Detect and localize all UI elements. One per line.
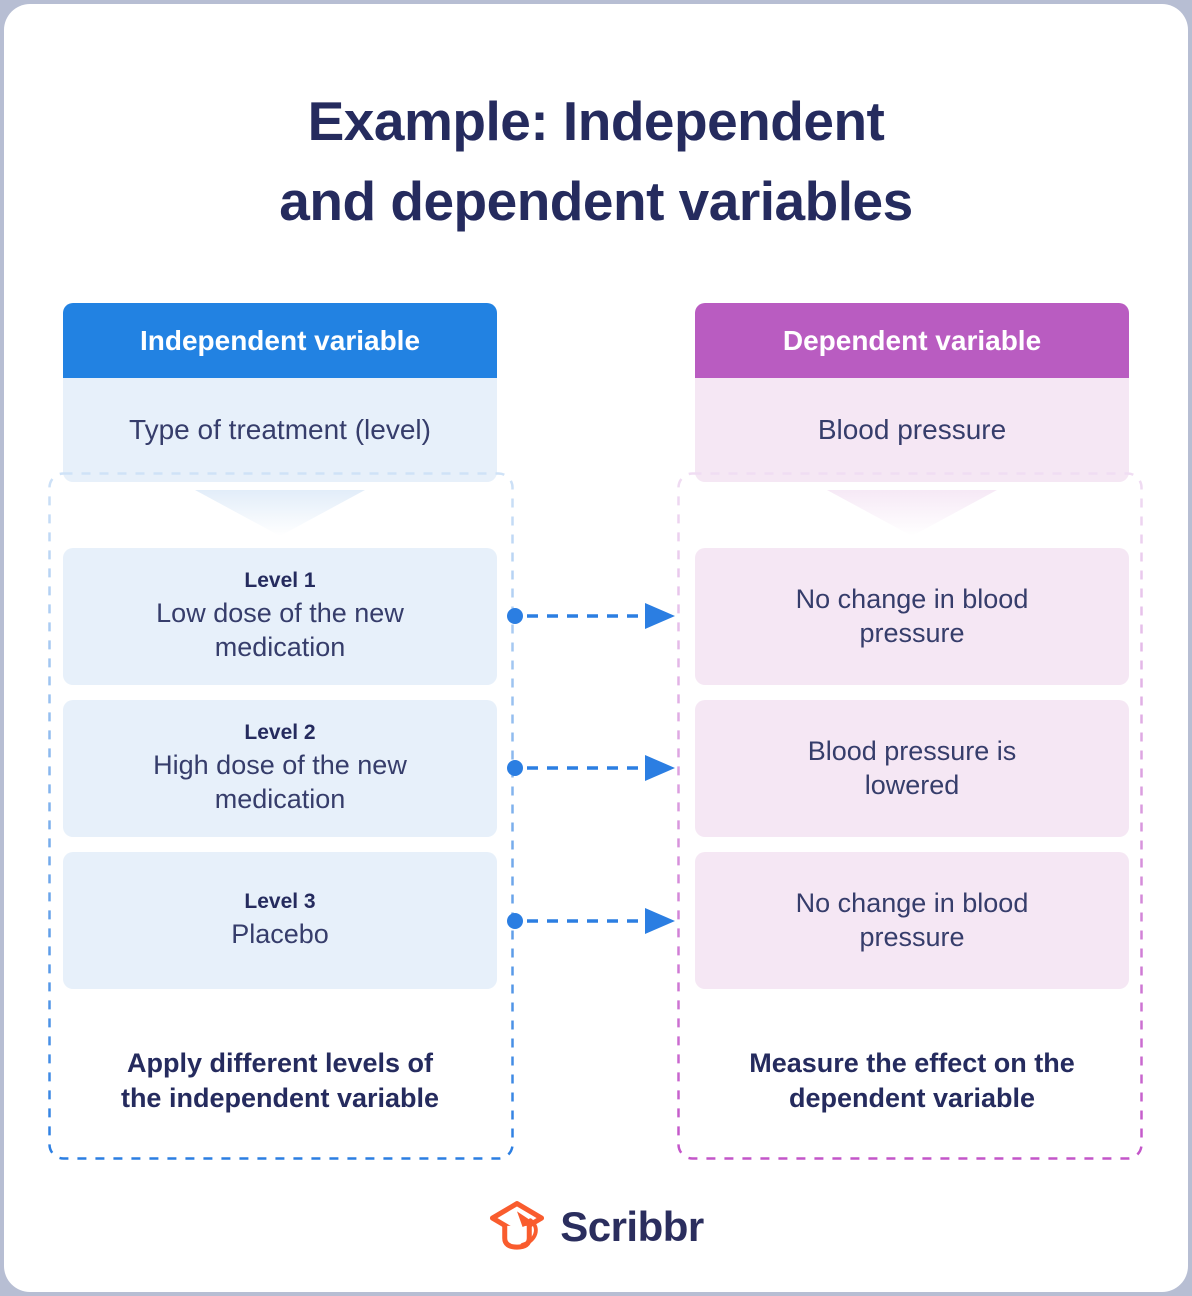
independent-variable-card: Independent variable Type of treatment (… (63, 303, 497, 482)
outcome-1-box: No change in blood pressure (695, 548, 1129, 685)
level-3-box: Level 3 Placebo (63, 852, 497, 989)
outcome-2-box: Blood pressure is lowered (695, 700, 1129, 837)
scribbr-logo: Scribbr (4, 1198, 1188, 1256)
level-2-label: Level 2 (244, 720, 316, 744)
outcome-3-text: No change in blood pressure (795, 887, 1029, 952)
page-title-line-1: Example: Independent (307, 90, 885, 152)
level-2-box: Level 2 High dose of the new medication (63, 700, 497, 837)
independent-caption: Apply different levels of the independen… (120, 1048, 440, 1114)
independent-dashed-frame (48, 472, 514, 1160)
scribbr-wordmark: Scribbr (560, 1203, 704, 1250)
level-2-text: High dose of the new medication (153, 749, 407, 814)
dependent-dashed-frame (677, 472, 1143, 1160)
page-title-line-2: and dependent variables (279, 169, 913, 232)
outcome-2-text: Blood pressure is lowered (807, 735, 1017, 800)
dependent-variable-header: Dependent variable (695, 303, 1129, 378)
outcome-3-box: No change in blood pressure (695, 852, 1129, 989)
connector-arrow-2-icon (507, 755, 675, 781)
connector-arrow-3-icon (507, 908, 675, 934)
level-1-label: Level 1 (244, 568, 316, 592)
independent-variable-value: Type of treatment (level) (63, 378, 497, 482)
dependent-variable-value: Blood pressure (695, 378, 1129, 482)
graduation-cap-icon (490, 1201, 545, 1250)
level-1-text: Low dose of the new medication (156, 597, 404, 662)
page-title: Example: Independent and dependent varia… (4, 82, 1188, 242)
dependent-variable-card: Dependent variable Blood pressure (695, 303, 1129, 482)
independent-variable-header: Independent variable (63, 303, 497, 378)
level-3-label: Level 3 (244, 889, 316, 913)
connector-arrow-1-icon (507, 603, 675, 629)
level-3-text: Placebo (231, 918, 329, 949)
level-1-box: Level 1 Low dose of the new medication (63, 548, 497, 685)
dependent-caption: Measure the effect on the dependent vari… (749, 1048, 1075, 1114)
infographic-card: Example: Independent and dependent varia… (4, 4, 1188, 1292)
outcome-1-text: No change in blood pressure (795, 583, 1029, 648)
